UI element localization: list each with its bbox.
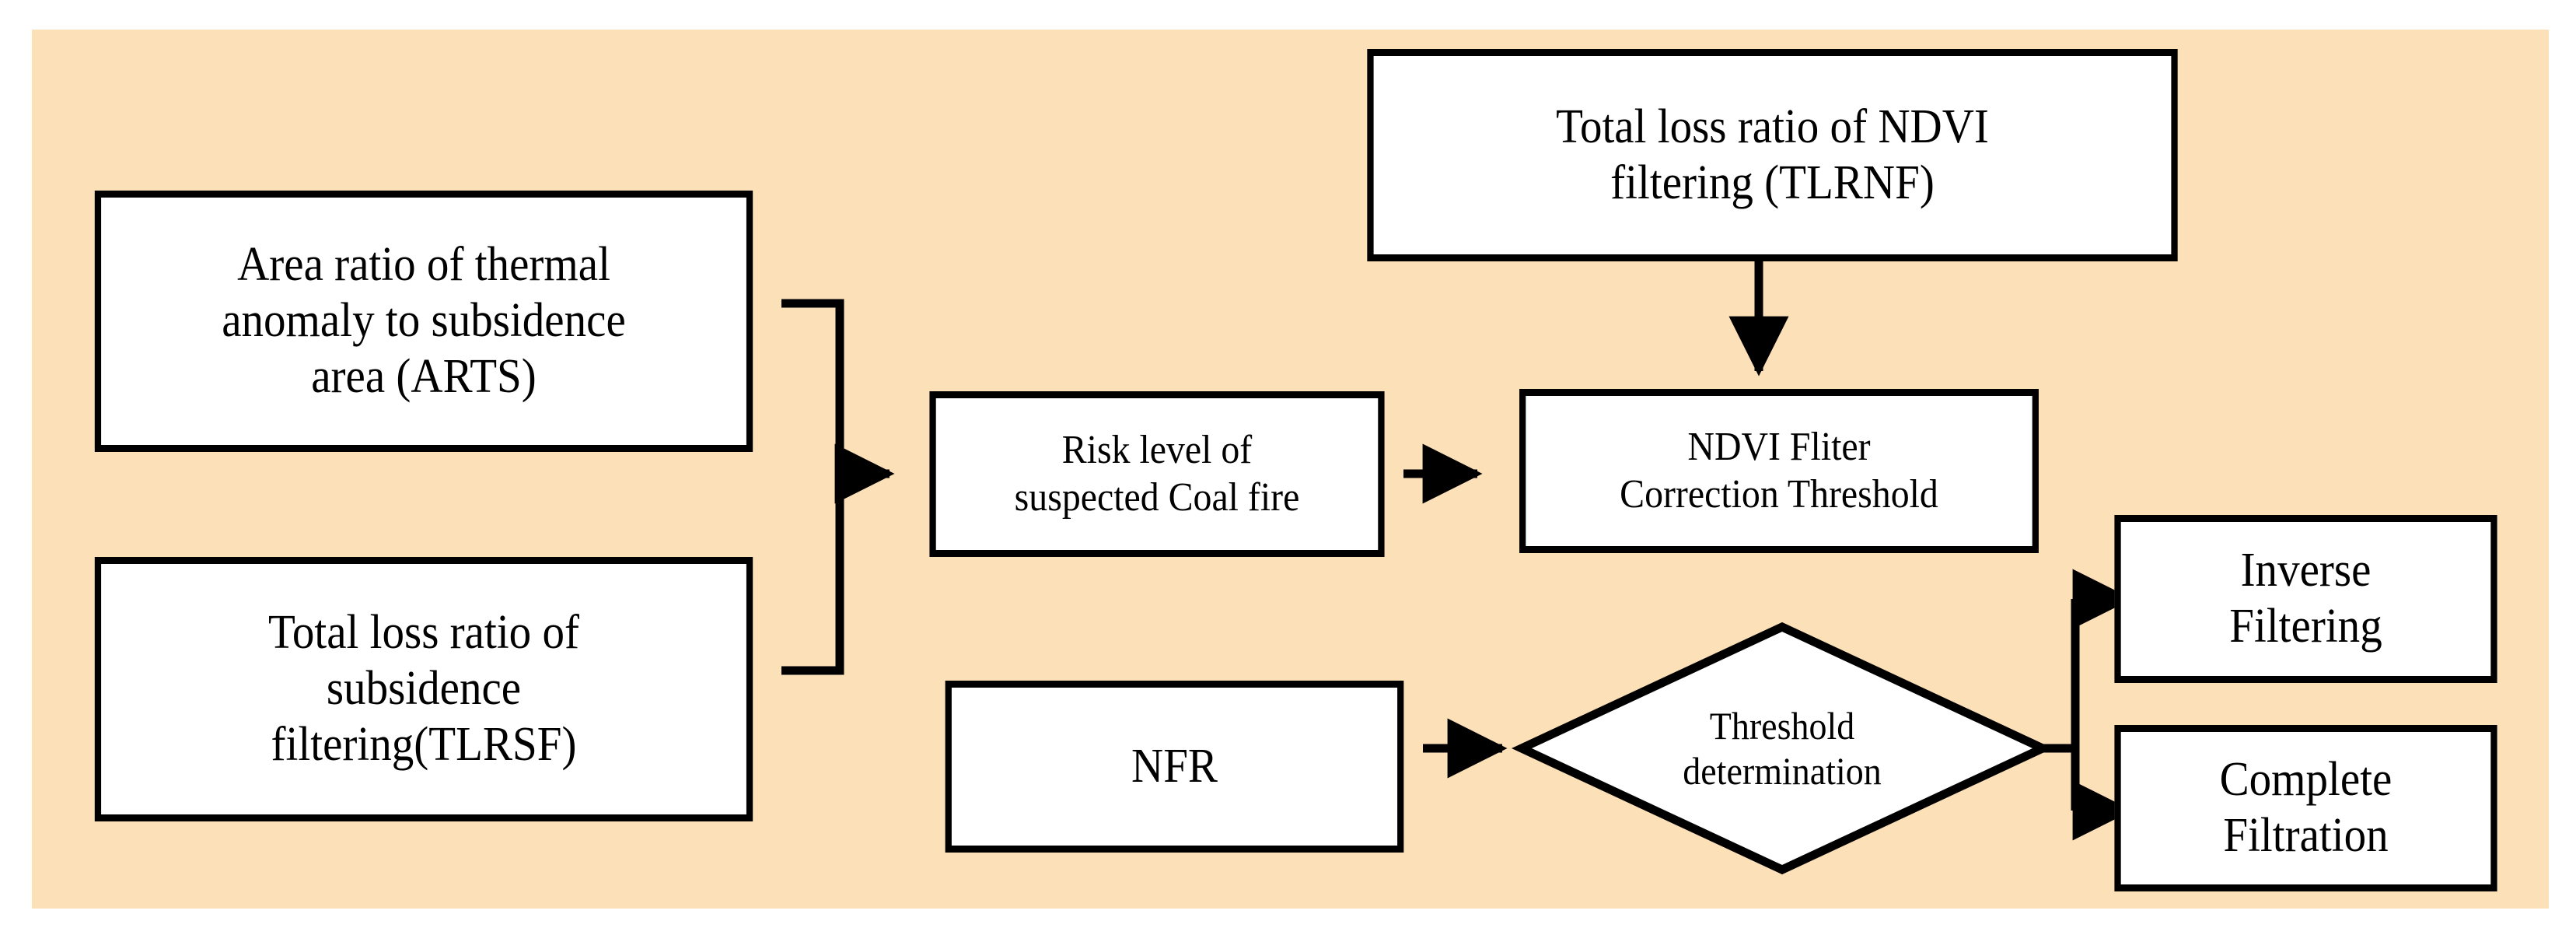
node-nfr[interactable]: NFR xyxy=(945,681,1404,853)
node-tlrnf[interactable]: Total loss ratio of NDVI filtering (TLRN… xyxy=(1367,49,2178,261)
node-risk-level-label: Risk level of suspected Coal fire xyxy=(1014,428,1300,520)
node-risk-level[interactable]: Risk level of suspected Coal fire xyxy=(929,391,1385,557)
node-complete-filtration[interactable]: Complete Filtration xyxy=(2114,725,2497,891)
node-inverse-filtering-label: Inverse Filtering xyxy=(2229,544,2382,653)
node-nfr-label: NFR xyxy=(1131,739,1218,793)
node-ndvi-threshold[interactable]: NDVI Fliter Correction Threshold xyxy=(1519,389,2039,553)
node-tlrnf-label: Total loss ratio of NDVI filtering (TLRN… xyxy=(1556,100,1989,209)
node-complete-filtration-label: Complete Filtration xyxy=(2219,753,2392,862)
node-arts-label: Area ratio of thermal anomaly to subside… xyxy=(222,238,626,403)
node-arts[interactable]: Area ratio of thermal anomaly to subside… xyxy=(94,191,753,452)
node-tlrsf[interactable]: Total loss ratio of subsidence filtering… xyxy=(94,557,753,821)
node-inverse-filtering[interactable]: Inverse Filtering xyxy=(2114,515,2497,683)
node-tlrsf-label: Total loss ratio of subsidence filtering… xyxy=(268,606,579,771)
node-ndvi-threshold-label: NDVI Fliter Correction Threshold xyxy=(1620,425,1938,517)
